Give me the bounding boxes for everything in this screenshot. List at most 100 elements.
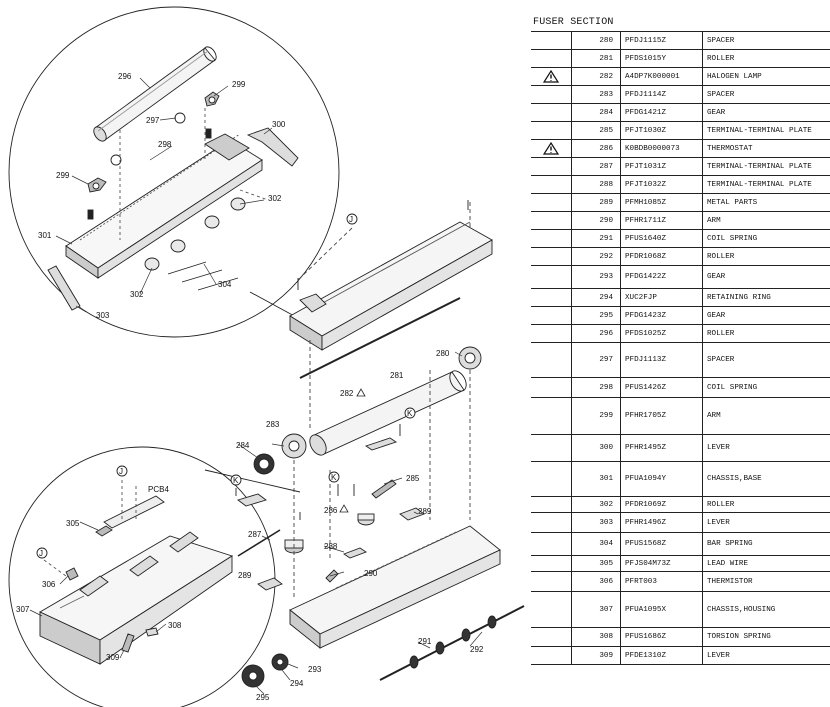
part-description: THERMOSTAT xyxy=(702,139,830,158)
warning-icon xyxy=(339,388,366,513)
part-description: HALOGEN LAMP xyxy=(702,67,830,86)
warning-cell xyxy=(531,461,572,497)
callout-288: 288 xyxy=(324,542,338,551)
part-no: XUC2FJP xyxy=(620,288,703,307)
terminal-285 xyxy=(364,437,398,451)
warning-cell xyxy=(531,229,572,248)
part-no: PFUA1094Y xyxy=(620,461,703,497)
warning-cell xyxy=(531,103,572,122)
warning-cell xyxy=(531,247,572,266)
part-description: ROLLER xyxy=(702,49,830,68)
marker-k-label: K xyxy=(233,476,239,485)
callout-299: 299 xyxy=(232,80,246,89)
part-description: ROLLER xyxy=(702,247,830,266)
callout-295: 295 xyxy=(256,693,270,702)
part-description: RETAINING RING xyxy=(702,288,830,307)
rollers-302 xyxy=(144,197,246,271)
terminal-plate-285 xyxy=(371,479,397,499)
lead-wire-305 xyxy=(95,525,113,537)
callout-308: 308 xyxy=(168,621,182,630)
arm-299-top xyxy=(204,91,220,107)
ref-no: 289 xyxy=(571,193,621,212)
part-description: ROLLER xyxy=(702,324,830,343)
warning-cell xyxy=(531,157,572,176)
part-no: PFDR1068Z xyxy=(620,247,703,266)
part-description: THERMISTOR xyxy=(702,571,830,592)
marker-k-1 xyxy=(404,407,416,419)
thermistor-306 xyxy=(65,567,79,581)
callout-285: 285 xyxy=(406,474,420,483)
callout-301: 301 xyxy=(38,231,52,240)
warning-cell xyxy=(531,591,572,628)
warning-cell xyxy=(531,175,572,194)
marker-k-3 xyxy=(328,471,340,483)
ref-no: 288 xyxy=(571,175,621,194)
part-description: METAL PARTS xyxy=(702,193,830,212)
gear-293 xyxy=(271,653,289,671)
lower-detail-leader xyxy=(204,469,301,493)
part-description: TERMINAL-TERMINAL PLATE xyxy=(702,121,830,140)
part-no: PFJT1030Z xyxy=(620,121,703,140)
terminal-287 xyxy=(237,529,281,557)
callout-291: 291 xyxy=(418,637,432,646)
roller-296 xyxy=(93,46,217,142)
part-no: PFDS1025Z xyxy=(620,324,703,343)
part-no: PFUS1568Z xyxy=(620,532,703,556)
callout-281: 281 xyxy=(390,371,404,380)
marker-j-label: J xyxy=(39,549,43,558)
ref-no: 298 xyxy=(571,377,621,398)
ref-no: 296 xyxy=(571,324,621,343)
callout-304: 304 xyxy=(218,280,232,289)
ref-no: 291 xyxy=(571,229,621,248)
part-no: PFRT003 xyxy=(620,571,703,592)
part-no: PFDG1423Z xyxy=(620,306,703,325)
torsion-spring-308 xyxy=(145,627,159,637)
part-description: GEAR xyxy=(702,306,830,325)
gear-295 xyxy=(241,664,265,688)
callout-306: 306 xyxy=(42,580,56,589)
warning-cell xyxy=(531,627,572,647)
spacer-297-b xyxy=(110,154,122,166)
warning-cell xyxy=(531,646,572,665)
callout-290: 290 xyxy=(364,569,378,578)
callout-299: 299 xyxy=(56,171,70,180)
screws xyxy=(235,200,469,520)
upper-detail-circle xyxy=(8,6,340,338)
section-title: FUSER SECTION xyxy=(533,17,614,28)
warning-cell xyxy=(531,397,572,435)
arm-290 xyxy=(325,569,339,583)
marker-j-2 xyxy=(116,465,128,477)
metal-part-289-b xyxy=(399,507,425,521)
bar-springs-304 xyxy=(167,261,239,291)
part-description: COIL SPRING xyxy=(702,377,830,398)
part-no: PFHR1495Z xyxy=(620,434,703,462)
part-description: SPACER xyxy=(702,85,830,104)
metal-part-289-c xyxy=(257,577,283,591)
warning-icon xyxy=(543,142,559,155)
lever-303 xyxy=(47,265,81,311)
warning-cell xyxy=(531,377,572,398)
part-description: TERMINAL-TERMINAL PLATE xyxy=(702,175,830,194)
warning-cell xyxy=(531,496,572,513)
part-description: GEAR xyxy=(702,103,830,122)
ref-no: 290 xyxy=(571,211,621,230)
warning-cell xyxy=(531,288,572,307)
ref-no: 294 xyxy=(571,288,621,307)
warning-cell xyxy=(531,342,572,378)
pcb4-label: PCB4 xyxy=(148,485,169,494)
chassis-base-301 xyxy=(65,133,263,279)
ref-no: 281 xyxy=(571,49,621,68)
callout-298: 298 xyxy=(158,140,172,149)
spacer-297 xyxy=(174,112,186,124)
